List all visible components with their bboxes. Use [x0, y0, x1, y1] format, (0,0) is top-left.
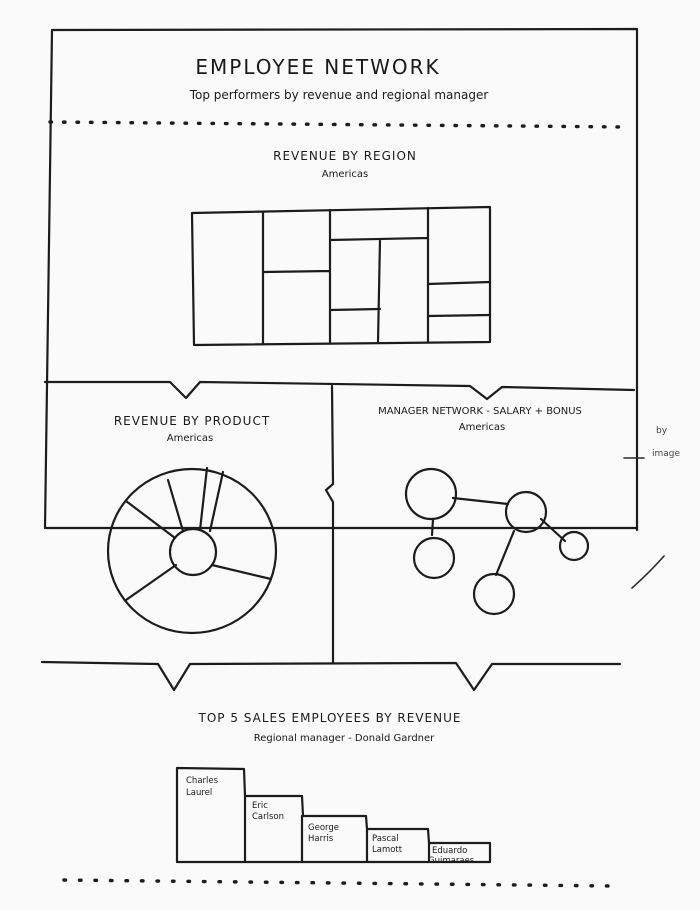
- side-annotation-strokes: [623, 457, 665, 589]
- network-node: [558, 530, 590, 562]
- network-node-manager: [404, 467, 458, 521]
- network-graph: [404, 467, 590, 616]
- employee-first-name: Eduardo: [432, 846, 467, 856]
- employees-subtitle: Regional manager - Donald Gardner: [254, 733, 435, 744]
- employee-last-name: Guimaraes: [428, 856, 475, 866]
- employee-last-name: Harris: [308, 834, 334, 844]
- divider-middle: [43, 380, 636, 401]
- employees-title: TOP 5 SALES EMPLOYEES BY REVENUE: [198, 711, 462, 725]
- stepped-bar-chart: [175, 766, 492, 864]
- employee-first-name: Pascal: [372, 834, 399, 844]
- treemap-title: REVENUE BY REGION: [273, 149, 417, 163]
- network-subtitle: Americas: [459, 422, 505, 433]
- divider-bottom: [40, 660, 622, 692]
- page-subtitle: Top performers by revenue and regional m…: [189, 88, 489, 102]
- side-note-line1: by: [656, 426, 668, 436]
- network-node: [412, 536, 456, 580]
- network-title: MANAGER NETWORK - SALARY + BONUS: [378, 406, 582, 417]
- employee-first-name: George: [308, 823, 339, 833]
- network-node: [472, 572, 516, 616]
- employee-last-name: Carlson: [252, 812, 284, 822]
- donut-title: REVENUE BY PRODUCT: [114, 414, 270, 428]
- employee-last-name: Lamott: [372, 845, 403, 855]
- donut-chart: [106, 466, 278, 635]
- page-title: EMPLOYEE NETWORK: [195, 55, 440, 79]
- treemap-subtitle: Americas: [322, 169, 368, 180]
- dotted-divider-top: [48, 120, 630, 129]
- employee-labels: Charles Laurel Eric Carlson George Harri…: [186, 776, 475, 866]
- employee-first-name: Charles: [186, 776, 219, 786]
- side-note-line2: image: [652, 449, 680, 459]
- employee-first-name: Eric: [252, 801, 268, 811]
- outer-frame: [43, 27, 639, 532]
- treemap: [190, 205, 492, 347]
- employee-last-name: Laurel: [186, 788, 212, 798]
- donut-subtitle: Americas: [167, 433, 213, 444]
- divider-vertical: [324, 384, 335, 665]
- network-node-hub: [504, 490, 548, 534]
- dotted-divider-bottom: [62, 878, 614, 888]
